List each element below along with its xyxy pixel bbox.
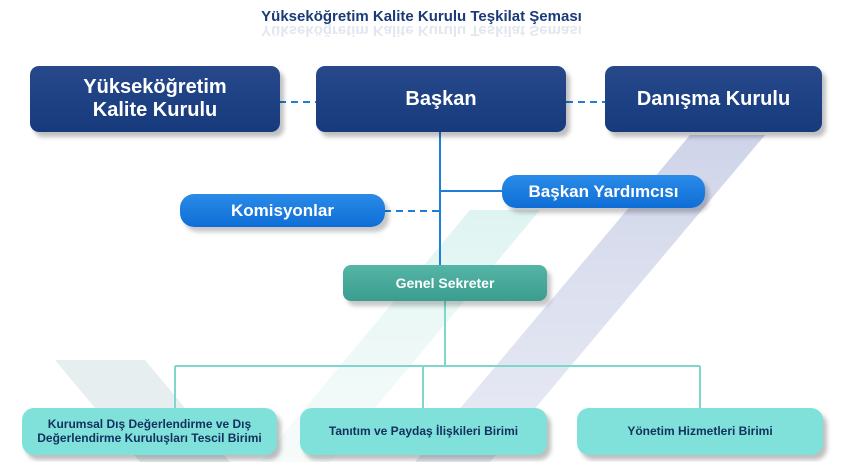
node-genel-sekreter[interactable]: Genel Sekreter [343,265,547,301]
chart-title-reflection: Yükseköğretim Kalite Kurulu Teşkilat Şem… [261,22,582,39]
node-yukseko-gretim-kalite-kurulu[interactable]: Yükseköğretim Kalite Kurulu [30,66,280,132]
node-label: Başkan Yardımcısı [528,181,679,201]
node-baskan-yardimcisi[interactable]: Başkan Yardımcısı [502,175,705,208]
watermark-stroke-right [415,135,765,462]
node-kurumsal-dis-degerlendirme-birimi[interactable]: Kurumsal Dış Değerlendirme ve Dış Değerl… [22,408,277,455]
node-yonetim-hizmetleri-birimi[interactable]: Yönetim Hizmetleri Birimi [577,408,823,455]
node-label: Genel Sekreter [395,274,495,291]
node-komisyonlar[interactable]: Komisyonlar [180,194,385,227]
node-label: Yönetim Hizmetleri Birimi [627,423,773,438]
node-danisma-kurulu[interactable]: Danışma Kurulu [605,66,822,132]
node-label: Kurumsal Dış Değerlendirme ve Dış Değerl… [37,416,262,445]
node-tanitim-paydas-birimi[interactable]: Tanıtım ve Paydaş İlişkileri Birimi [300,408,547,455]
node-label: Komisyonlar [231,200,334,220]
chart-title: Yükseköğretim Kalite Kurulu Teşkilat Şem… [261,8,582,25]
node-label: Başkan [405,87,477,110]
node-baskan[interactable]: Başkan [316,66,566,132]
node-label: Tanıtım ve Paydaş İlişkileri Birimi [328,423,519,438]
node-label: Danışma Kurulu [636,87,791,110]
node-label: Yükseköğretim Kalite Kurulu [83,76,227,121]
